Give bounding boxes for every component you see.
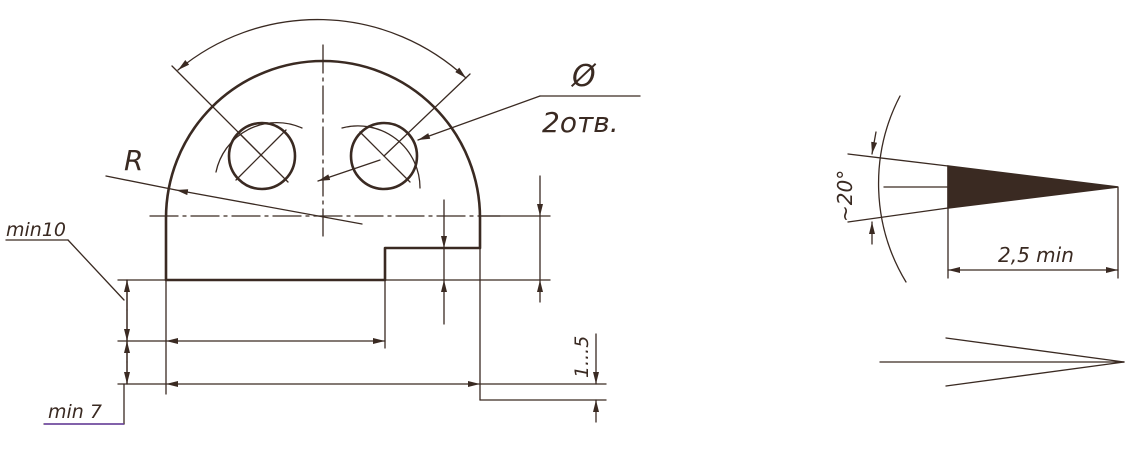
part-view [5,18,641,425]
angle-extension-left [171,65,263,157]
angle-ray-bottom [847,207,949,223]
diameter-leader-tail [317,159,381,182]
hole-right-cross-1 [359,131,411,183]
radius-leader [175,189,363,225]
angle-dimension-arc [177,18,467,79]
diameter-leader [417,95,541,141]
min10-leader [67,239,125,301]
bolt-circle-arc-left [215,121,303,173]
bolt-circle-arc-right [341,125,421,189]
angle-ray-top [847,153,949,167]
angle-arc-arrow-top [871,131,878,155]
radius-leader-tail [105,175,177,191]
open-arrow-upper [945,337,1125,363]
hole-left [227,121,297,191]
holes-note: 2отв. [542,106,619,139]
length-label: 2,5 min [998,243,1074,267]
arrowhead-detail [847,95,1119,283]
min10-label: min10 [6,219,66,241]
arrowhead-filled [947,165,1119,209]
diameter-symbol: Ø [570,59,597,94]
hole-right [349,121,419,191]
angle-extension-right [383,73,471,157]
open-arrowhead [879,337,1125,387]
angle-label: ~20° [833,170,857,222]
min7-label: min 7 [48,401,102,423]
gap-label: 1...5 [571,336,593,378]
radius-label: R [124,144,143,177]
open-arrow-lower [945,361,1125,387]
angle-arc [877,95,907,283]
